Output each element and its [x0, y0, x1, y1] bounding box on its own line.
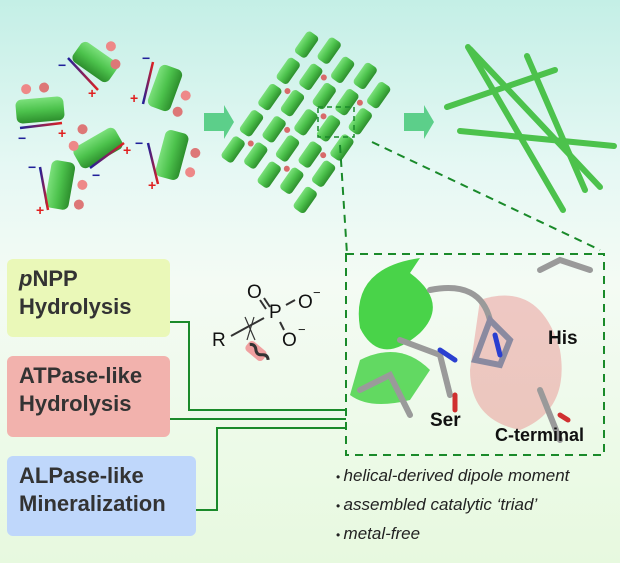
- svg-text:−: −: [28, 159, 36, 175]
- oxygen-label: O: [282, 330, 297, 351]
- svg-text:−: −: [135, 135, 143, 151]
- oxygen-label: O: [247, 282, 262, 303]
- activity-pnpp-hydrolysis: pNPP Hydrolysis: [7, 259, 170, 337]
- cleavage-scissors-icon: [244, 316, 270, 362]
- activity-title: ATPase-like: [19, 363, 143, 388]
- assembled-array: [221, 31, 391, 214]
- active-site-structure: [350, 256, 593, 443]
- activity-atpase-hydrolysis: ATPase-like Hydrolysis: [7, 356, 170, 437]
- ser-label: Ser: [430, 410, 461, 431]
- connector-lines: [170, 321, 346, 511]
- svg-text:+: +: [148, 177, 156, 193]
- svg-text:−: −: [142, 50, 150, 66]
- svg-text:+: +: [130, 90, 138, 106]
- activity-title: ALPase-like: [19, 463, 144, 488]
- activity-alpase-mineralization: ALPase-like Mineralization: [7, 456, 196, 536]
- feature-item: assembled catalytic ‘triad’: [336, 491, 569, 520]
- arrow-right-icon: [404, 105, 434, 139]
- charge-label: −: [298, 322, 306, 337]
- dispersed-peptides: ++++++ −−−−−−: [15, 41, 201, 218]
- svg-text:−: −: [92, 167, 100, 183]
- activity-subtitle: Mineralization: [19, 491, 166, 516]
- activity-title: NPP: [32, 266, 78, 291]
- peptide-cylinder: [155, 130, 201, 180]
- activity-subtitle: Hydrolysis: [19, 391, 132, 416]
- feature-item: metal-free: [336, 520, 569, 549]
- peptide-cylinder: [147, 64, 191, 117]
- feature-item: helical-derived dipole moment: [336, 462, 570, 491]
- peptide-cylinder: [44, 160, 88, 210]
- peptide-cylinder: [15, 82, 65, 124]
- svg-text:+: +: [36, 202, 44, 218]
- arrow-right-icon: [204, 105, 234, 139]
- peptide-cylinder: [72, 41, 121, 83]
- svg-text:+: +: [123, 142, 131, 158]
- phosphate-bonds: [230, 297, 296, 337]
- prefix-italic: p: [19, 266, 33, 291]
- charge-label: −: [313, 285, 321, 300]
- nanofibers: [444, 44, 617, 213]
- zoom-callout: [339, 141, 605, 456]
- activity-subtitle: Hydrolysis: [19, 294, 132, 319]
- svg-text:+: +: [58, 125, 66, 141]
- svg-text:−: −: [58, 57, 66, 73]
- peptide-cylinder: [68, 124, 123, 169]
- phosphorus-label: P: [269, 302, 282, 323]
- oxygen-label: O: [298, 292, 313, 313]
- c-terminal-label: C-terminal: [495, 425, 585, 445]
- feature-list: helical-derived dipole moment assembled …: [336, 462, 570, 549]
- r-group-label: R: [212, 330, 226, 351]
- his-label: His: [548, 328, 578, 349]
- svg-text:+: +: [88, 85, 96, 101]
- svg-text:−: −: [18, 130, 26, 146]
